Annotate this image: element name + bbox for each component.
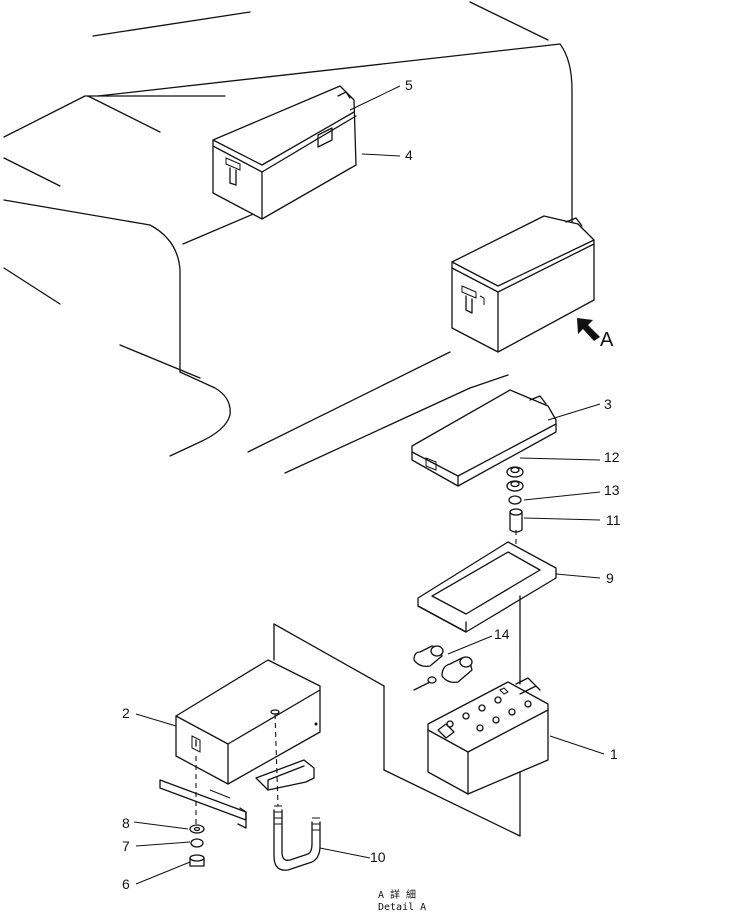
- assembly-centerlines: [195, 530, 517, 824]
- callout-11: 11: [606, 512, 621, 528]
- hardware-stack: [506, 466, 524, 533]
- leader-lines: [133, 85, 605, 885]
- detail-frame-lines: [273, 595, 521, 837]
- callout-4: 4: [405, 147, 413, 163]
- caption-english: Detail A: [378, 902, 426, 913]
- callout-3: 3: [604, 396, 612, 412]
- callout-2: 2: [122, 705, 130, 721]
- callout-5: 5: [405, 77, 413, 93]
- view-a-label: A: [600, 329, 614, 351]
- callout-14: 14: [494, 626, 510, 642]
- battery-tray: [175, 659, 321, 785]
- callout-6: 6: [122, 876, 130, 892]
- view-a-arrow: [577, 318, 600, 341]
- top-box: [212, 85, 357, 220]
- middle-box: [451, 215, 595, 353]
- terminal-caps: [413, 645, 473, 691]
- caption-japanese: A 詳 細: [378, 888, 416, 901]
- lid: [411, 389, 557, 487]
- hold-frame: [417, 541, 557, 633]
- callout-8: 8: [122, 815, 130, 831]
- callout-13: 13: [604, 482, 620, 498]
- callout-9: 9: [606, 570, 614, 586]
- bolt-washers: [189, 824, 205, 867]
- callout-1: 1: [610, 746, 618, 762]
- callout-7: 7: [122, 838, 130, 854]
- machine-body-outline: [3, 1, 573, 474]
- mounting-bracket: [159, 759, 315, 829]
- callout-10: 10: [370, 849, 386, 865]
- battery: [427, 677, 549, 795]
- u-bolt: [273, 805, 321, 871]
- callout-12: 12: [604, 449, 620, 465]
